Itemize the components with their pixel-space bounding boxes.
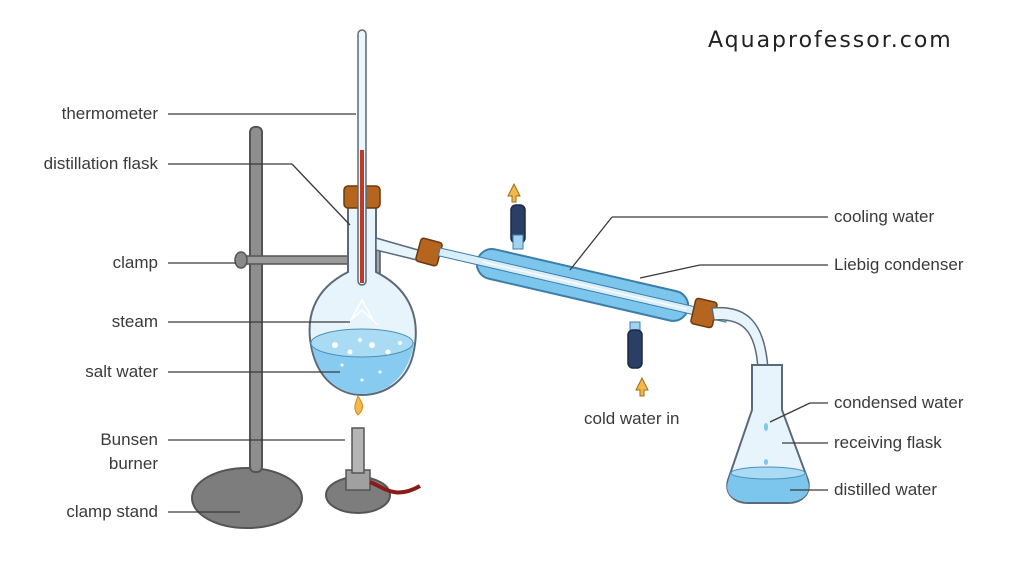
clamp-arm [243, 255, 355, 265]
bunsen-burner-barrel [351, 427, 365, 474]
label-cold-water-in: cold water in [584, 409, 680, 428]
label-distilled-water: distilled water [834, 480, 937, 499]
gas-hose [369, 480, 421, 495]
arrow-up-icon [635, 376, 649, 397]
label-thermometer: thermometer [61, 104, 158, 123]
water-outlet-stub [512, 234, 524, 250]
salt-water-surface [310, 328, 414, 358]
condensed-drop [764, 423, 768, 431]
label-condensed-water: condensed water [834, 393, 964, 412]
liebig-condenser [437, 247, 729, 323]
delivery-tube [711, 306, 769, 371]
water-inlet-tube [627, 329, 643, 369]
label-cooling-water: cooling water [834, 207, 935, 226]
condensed-drop [764, 459, 768, 465]
brand-watermark: Aquaprofessor.com [708, 28, 953, 53]
label-distillation-flask: distillation flask [43, 154, 158, 173]
label-salt-water: salt water [85, 362, 158, 381]
distilled-water [727, 472, 809, 502]
label-bunsen-burner-line2: burner [108, 454, 158, 473]
clamp-stand-rod [249, 126, 263, 473]
label-bunsen-burner-line1: Bunsen [100, 430, 158, 449]
thermometer-liquid [360, 150, 364, 283]
label-steam: steam [111, 312, 158, 331]
flame-icon [354, 394, 364, 416]
side-arm-cork [415, 237, 443, 267]
label-receiving-flask: receiving flask [834, 433, 942, 452]
arrow-up-icon [507, 182, 521, 203]
distilled-water-surface [730, 466, 806, 480]
leader-lines [168, 113, 828, 513]
bubbles [332, 338, 402, 382]
steam-wisps [344, 298, 379, 326]
label-clamp: clamp [112, 253, 158, 272]
clamp-stand-base [191, 467, 303, 529]
label-liebig-condenser: Liebig condenser [834, 255, 964, 274]
clamp-screw [234, 251, 248, 269]
label-clamp-stand: clamp stand [66, 502, 158, 521]
